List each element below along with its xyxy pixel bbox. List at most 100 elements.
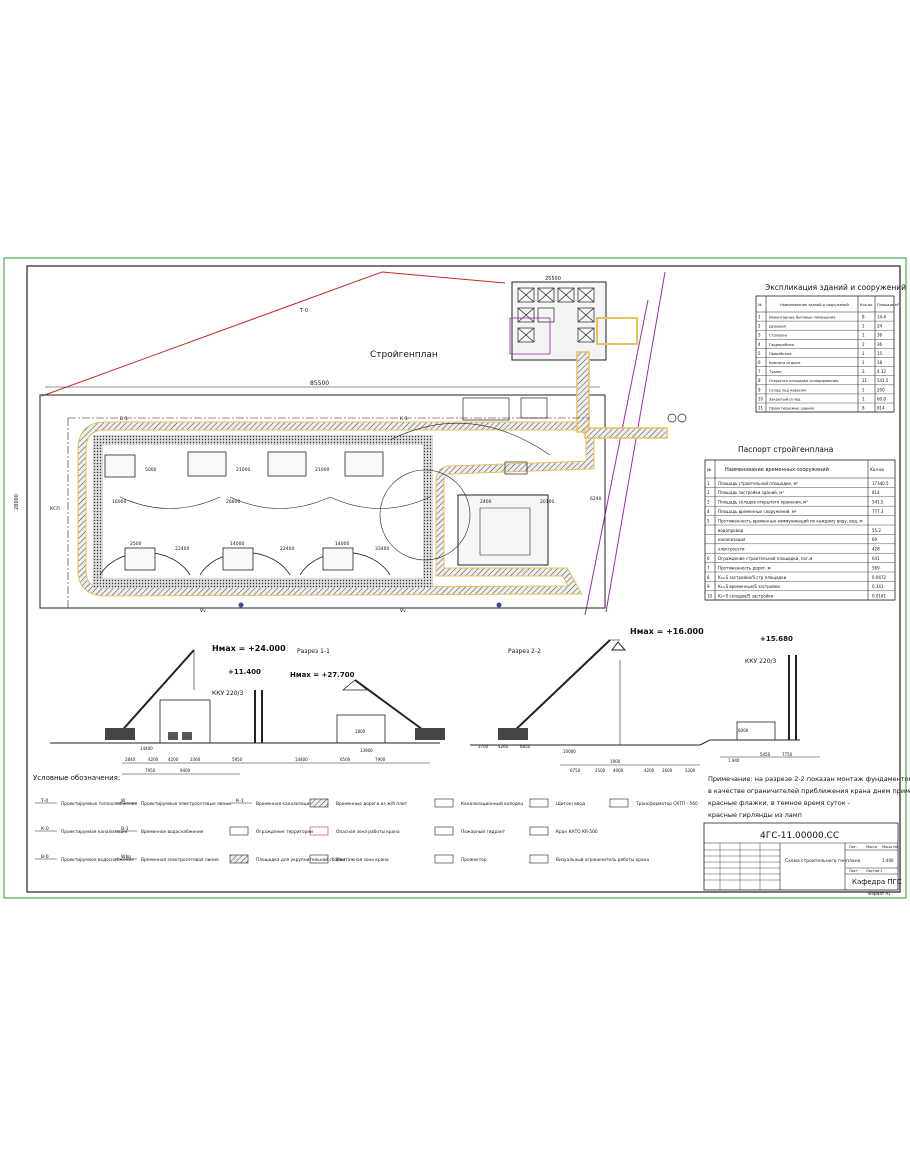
svg-text:Масштаб: Масштаб [882,845,899,849]
cut11-dim: 7950 [145,768,156,773]
legend-label: Монтажная зона крана [336,857,389,863]
note-line-1: Примечание: на разрезе 2-2 показан монта… [708,775,910,783]
pass-num: 10 [707,594,713,599]
expl-name: Туалет [768,370,782,374]
pass-num: 7 [707,565,710,570]
legend-title: Условные обозначения: [33,774,120,782]
cut22-dim: 2500 [595,768,606,773]
legend-label: Проектируемая канализация [61,829,128,835]
expl-num: 9 [758,387,761,392]
expl-count: 2 [862,342,865,347]
pass-name: K₂=S временных/S застройки [718,584,780,589]
legend-label: Проектируемое водоснабжение [61,857,134,863]
cut22-dim: 3700 [478,744,489,749]
purple-line-b [605,271,666,613]
legend-label: Опасная зона работы крана [336,829,400,835]
pass-name: Протяженность дорог, м [718,565,771,570]
expl-num: 6 [758,360,761,365]
site-plan-title: Стройгенплан [370,350,438,360]
svg-text:ККУ 220/3: ККУ 220/3 [212,690,244,697]
legend-swatch [229,854,249,864]
expl-name: Комната отдыха [769,361,800,365]
pass-value: 569 [872,565,880,570]
svg-text:22400: 22400 [175,546,189,552]
pass-num: 2 [707,490,710,495]
expl-count: 1 [862,324,865,329]
legend-label: Временные дороги из ж/б плит [336,801,408,807]
legend-swatch [309,798,329,808]
cut22-dim: 4000 [613,768,624,773]
legend-label: Проектируемые электросетевые линии [141,801,231,807]
pass-value: 17340.5 [872,481,889,486]
svg-text:Hмах = +24.000: Hмах = +24.000 [212,644,286,653]
legend-swatch [434,826,454,836]
cut11-dim: 5950 [232,757,243,762]
legend-symbol: К-0 [41,826,49,832]
pass-value: 0.0472 [872,575,886,580]
hydrant-icon [238,602,244,608]
cut22-dim: 1.940 [728,758,740,763]
svg-text:Vv: Vv [200,608,206,614]
expl-num: 2 [758,324,761,329]
cut22-dim: 4260 [498,744,509,749]
pass-name: Ограждение строительной площадки, пог.м [718,556,812,561]
legend-label: Проектируемые теплоснабжение [61,801,138,807]
crane-right-icon [415,728,445,740]
pass-num: 5 [707,518,710,523]
drawing-code: 4ГС-11.00000.СС [760,831,839,841]
crane-left-icon [105,728,135,740]
expl-name: Инвентарные бытовые помещения [769,316,835,320]
svg-text:+11.400: +11.400 [228,668,261,676]
legend-swatch [309,854,329,864]
expl-count: 1 [862,333,865,338]
svg-text:5000: 5000 [145,467,157,473]
expl-count: 11 [862,378,868,383]
expl-num: 5 [758,351,761,356]
expl-num: 3 [758,333,761,338]
legend-swatch [609,798,629,808]
svg-text:2400: 2400 [480,499,492,505]
expl-num: 4 [758,342,761,347]
crane-boom-2 [509,639,611,736]
legend-symbol: W [121,798,126,804]
pass-name: канализация [718,537,746,542]
expl-count: 8 [862,406,865,411]
svg-text:Hмах = +16.000: Hмах = +16.000 [630,627,704,636]
legend-symbol: Wbp [121,854,131,860]
cut22-dim: 7750 [782,752,793,757]
pass-value: 541.5 [872,500,884,505]
organization: Кафедра ПГС [852,878,902,886]
svg-text:Наименование временных сооруже: Наименование временных сооружений [725,466,829,473]
pass-num: 1 [707,481,710,486]
dim-top-building: 25500 [545,276,561,282]
legend-label: Пожарный гидрант [461,828,506,835]
pass-value: 428 [872,547,880,552]
legend-swatch [309,826,329,836]
expl-name: Прорабская [769,352,791,356]
expl-area: 36 [877,333,883,338]
expl-count: 3 [862,369,865,374]
expl-name: Столовая [769,334,787,338]
svg-text:26800: 26800 [226,499,240,505]
svg-text:Формат А1: Формат А1 [868,891,891,896]
pass-name: Площадь складов открытого хранения, м² [718,500,808,505]
expl-num: 10 [758,396,764,401]
top-building [511,281,607,361]
legend-label: Визуальный ограничитель работы крана [556,856,649,863]
legend-label: Временная канализация [256,801,312,807]
legend-label: Щиток) ввод [556,801,585,807]
crane-boom-right [354,679,431,736]
cut11-dim: 4200 [148,757,159,762]
svg-text:14000: 14000 [230,541,244,547]
expl-area: 814 [877,406,885,411]
cut11-label: Разрез 1-1 [297,648,330,655]
crane-boom-left [117,649,195,736]
expl-num: 1 [758,315,761,320]
legend-symbol: В-0 [41,854,49,860]
pass-name: водопровод [718,528,743,533]
expl-name: Душевая [769,325,786,329]
expl-num: 11 [758,406,764,411]
upper-row-buildings [104,451,384,478]
legend-swatch [529,854,549,864]
